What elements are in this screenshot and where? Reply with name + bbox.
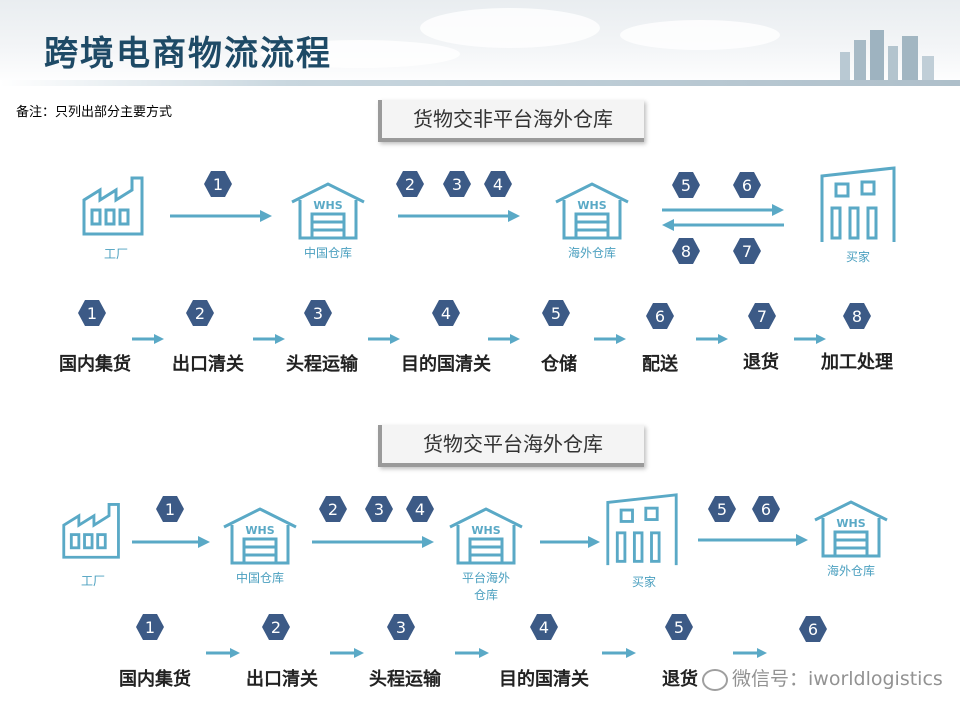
step-label: 目的国清关 <box>401 354 491 375</box>
factory-label: 工厂 <box>80 574 106 588</box>
step-badge: 2 <box>262 614 290 640</box>
route-badge: 3 <box>443 171 471 197</box>
step-arrow <box>132 334 164 344</box>
factory-icon <box>62 503 120 559</box>
svg-text:WHS: WHS <box>313 199 342 212</box>
header-bar <box>0 80 960 86</box>
step-badge: 7 <box>748 303 776 329</box>
step-arrow <box>368 334 400 344</box>
svg-text:WHS: WHS <box>245 524 274 537</box>
step-arrow <box>794 334 826 344</box>
arrow-buyer-to-overseas <box>662 219 784 231</box>
factory-icon <box>82 176 144 236</box>
step-badge: 8 <box>843 303 871 329</box>
overseas-warehouse-label: 海外仓库 <box>567 246 617 260</box>
step-label: 仓储 <box>541 354 577 375</box>
step-arrow <box>206 648 240 658</box>
route-badge: 1 <box>156 496 184 522</box>
buyer-label: 买家 <box>631 575 657 589</box>
arrow-factory-to-china <box>170 210 272 222</box>
step-label: 目的国清关 <box>499 669 589 690</box>
step-badge: 4 <box>530 614 558 640</box>
step-label: 出口清关 <box>172 354 244 375</box>
route-badge: 6 <box>752 496 780 522</box>
china-warehouse-label: 中国仓库 <box>303 246 353 260</box>
wechat-icon <box>702 668 728 691</box>
platform-warehouse-label: 平台海外 <box>461 571 511 585</box>
warehouse-icon: WHS <box>555 182 629 240</box>
step-badge: 3 <box>304 300 332 326</box>
svg-text:WHS: WHS <box>577 199 606 212</box>
step-arrow <box>594 334 626 344</box>
step-badge: 4 <box>432 300 460 326</box>
building-icon <box>820 166 896 242</box>
platform-warehouse-label: 仓库 <box>473 588 499 602</box>
note-text: 备注：只列出部分主要方式 <box>16 105 173 120</box>
step-badge: 2 <box>186 300 214 326</box>
page-title: 跨境电商物流流程 <box>44 34 332 74</box>
step-badge: 6 <box>646 303 674 329</box>
step-label: 国内集货 <box>59 354 131 375</box>
arrow-buyer-to-overseas <box>698 534 808 546</box>
step-badge: 1 <box>78 300 106 326</box>
route-badge: 6 <box>733 172 761 198</box>
step-arrow <box>602 648 636 658</box>
svg-text:WHS: WHS <box>471 524 500 537</box>
svg-text:WHS: WHS <box>836 517 865 530</box>
china-warehouse-label: 中国仓库 <box>235 571 285 585</box>
route-badge: 2 <box>319 496 347 522</box>
step-label: 退货 <box>743 352 779 373</box>
route-badge: 1 <box>204 171 232 197</box>
route-badge: 5 <box>708 496 736 522</box>
step-badge: 5 <box>542 300 570 326</box>
arrow-china-to-overseas <box>398 210 520 222</box>
route-badge: 3 <box>365 496 393 522</box>
step-label: 加工处理 <box>821 352 893 373</box>
step-arrow <box>488 334 520 344</box>
building-icon <box>606 493 678 566</box>
route-badge: 7 <box>733 238 761 264</box>
warehouse-icon: WHS <box>814 500 888 558</box>
route-badge: 5 <box>672 172 700 198</box>
step-arrow <box>733 648 767 658</box>
watermark: 微信号：iworldlogistics <box>702 664 943 691</box>
step-label: 头程运输 <box>369 669 441 690</box>
arrow-platform-to-buyer <box>540 536 600 548</box>
route-badge: 8 <box>672 238 700 264</box>
city-skyline-icon <box>840 30 934 82</box>
step-label: 出口清关 <box>246 669 318 690</box>
step-label: 头程运输 <box>286 354 358 375</box>
section1-banner: 货物交非平台海外仓库 <box>378 100 644 142</box>
factory-label: 工厂 <box>103 247 129 261</box>
arrow-overseas-to-buyer <box>662 204 784 216</box>
arrow-factory-to-china <box>132 536 210 548</box>
route-badge: 4 <box>484 171 512 197</box>
route-badge: 4 <box>406 496 434 522</box>
step-arrow <box>455 648 489 658</box>
warehouse-icon: WHS <box>449 507 523 565</box>
step-badge: 1 <box>136 614 164 640</box>
step-badge: 6 <box>799 616 827 642</box>
warehouse-icon: WHS <box>291 182 365 240</box>
buyer-label: 买家 <box>845 250 871 264</box>
arrow-china-to-platform <box>312 536 434 548</box>
route-badge: 2 <box>396 171 424 197</box>
warehouse-icon: WHS <box>223 507 297 565</box>
section2-banner: 货物交平台海外仓库 <box>378 425 644 467</box>
header-background <box>0 0 960 86</box>
step-label: 配送 <box>642 354 678 375</box>
step-arrow <box>330 648 364 658</box>
step-badge: 5 <box>665 614 693 640</box>
step-arrow <box>696 334 728 344</box>
step-label: 退货 <box>662 669 698 690</box>
step-arrow <box>253 334 285 344</box>
overseas-warehouse-label: 海外仓库 <box>826 564 876 578</box>
step-label: 国内集货 <box>119 669 191 690</box>
step-badge: 3 <box>387 614 415 640</box>
